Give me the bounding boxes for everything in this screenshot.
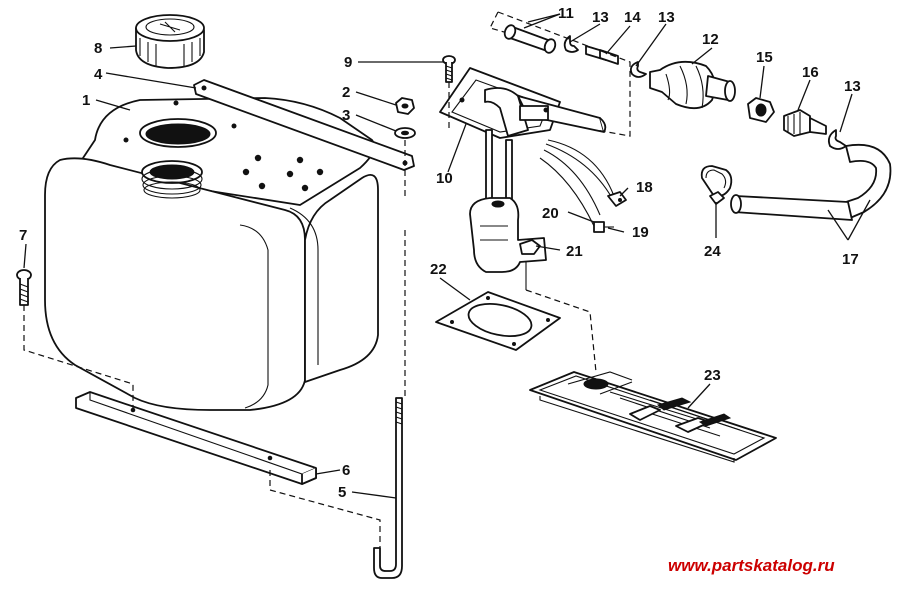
watermark-text: www.partskatalog.ru bbox=[668, 556, 835, 575]
callout-20: 20 bbox=[542, 205, 559, 222]
nut-2 bbox=[395, 97, 415, 115]
callout-13-a: 13 bbox=[592, 9, 609, 26]
callout-13-b: 13 bbox=[658, 9, 675, 26]
callout-12: 12 bbox=[702, 31, 719, 48]
callout-7: 7 bbox=[19, 227, 27, 244]
bracket-6 bbox=[75, 391, 317, 485]
hose-11 bbox=[503, 24, 557, 54]
filler-cap bbox=[135, 14, 205, 69]
alignment-lines bbox=[23, 11, 631, 548]
callout-8: 8 bbox=[94, 40, 102, 57]
sender-unit-23 bbox=[529, 371, 777, 463]
leader-lines bbox=[23, 13, 871, 499]
primer-bulb-12 bbox=[649, 60, 736, 110]
callout-9: 9 bbox=[344, 54, 352, 71]
callout-15: 15 bbox=[756, 49, 773, 66]
clamp-13-c bbox=[827, 129, 847, 150]
j-bolt-5 bbox=[373, 397, 403, 579]
hose-17 bbox=[730, 143, 892, 221]
nut-15 bbox=[747, 97, 775, 123]
callout-19: 19 bbox=[632, 224, 649, 241]
clamp-24 bbox=[700, 165, 733, 205]
callout-18: 18 bbox=[636, 179, 653, 196]
callout-22: 22 bbox=[430, 261, 447, 278]
callout-23: 23 bbox=[704, 367, 721, 384]
connector-16 bbox=[783, 109, 827, 137]
callout-16: 16 bbox=[802, 64, 819, 81]
callout-11: 11 bbox=[558, 5, 574, 22]
callout-24: 24 bbox=[704, 243, 721, 260]
callout-labels: 1 2 3 4 5 6 7 8 9 10 11 12 13 13 13 14 1… bbox=[19, 5, 861, 501]
callout-14: 14 bbox=[624, 9, 641, 26]
callout-5: 5 bbox=[338, 484, 346, 501]
clamp-13-a bbox=[563, 35, 579, 53]
clamp-13-b bbox=[629, 61, 647, 78]
bolt-7 bbox=[16, 269, 32, 306]
callout-3: 3 bbox=[342, 107, 350, 124]
callout-17: 17 bbox=[842, 251, 859, 268]
callout-4: 4 bbox=[94, 66, 103, 83]
fuel-tank bbox=[44, 97, 379, 411]
gasket-22 bbox=[435, 291, 561, 351]
connector-14 bbox=[585, 45, 619, 65]
callout-2: 2 bbox=[342, 84, 350, 101]
fuel-pickup-10 bbox=[439, 67, 607, 290]
sender-wires bbox=[539, 139, 627, 233]
callout-6: 6 bbox=[342, 462, 350, 479]
callout-1: 1 bbox=[82, 92, 90, 109]
callout-21: 21 bbox=[566, 243, 583, 260]
callout-10: 10 bbox=[436, 170, 453, 187]
washer-3 bbox=[394, 127, 416, 139]
callout-13-c: 13 bbox=[844, 78, 861, 95]
screw-9 bbox=[442, 55, 456, 83]
